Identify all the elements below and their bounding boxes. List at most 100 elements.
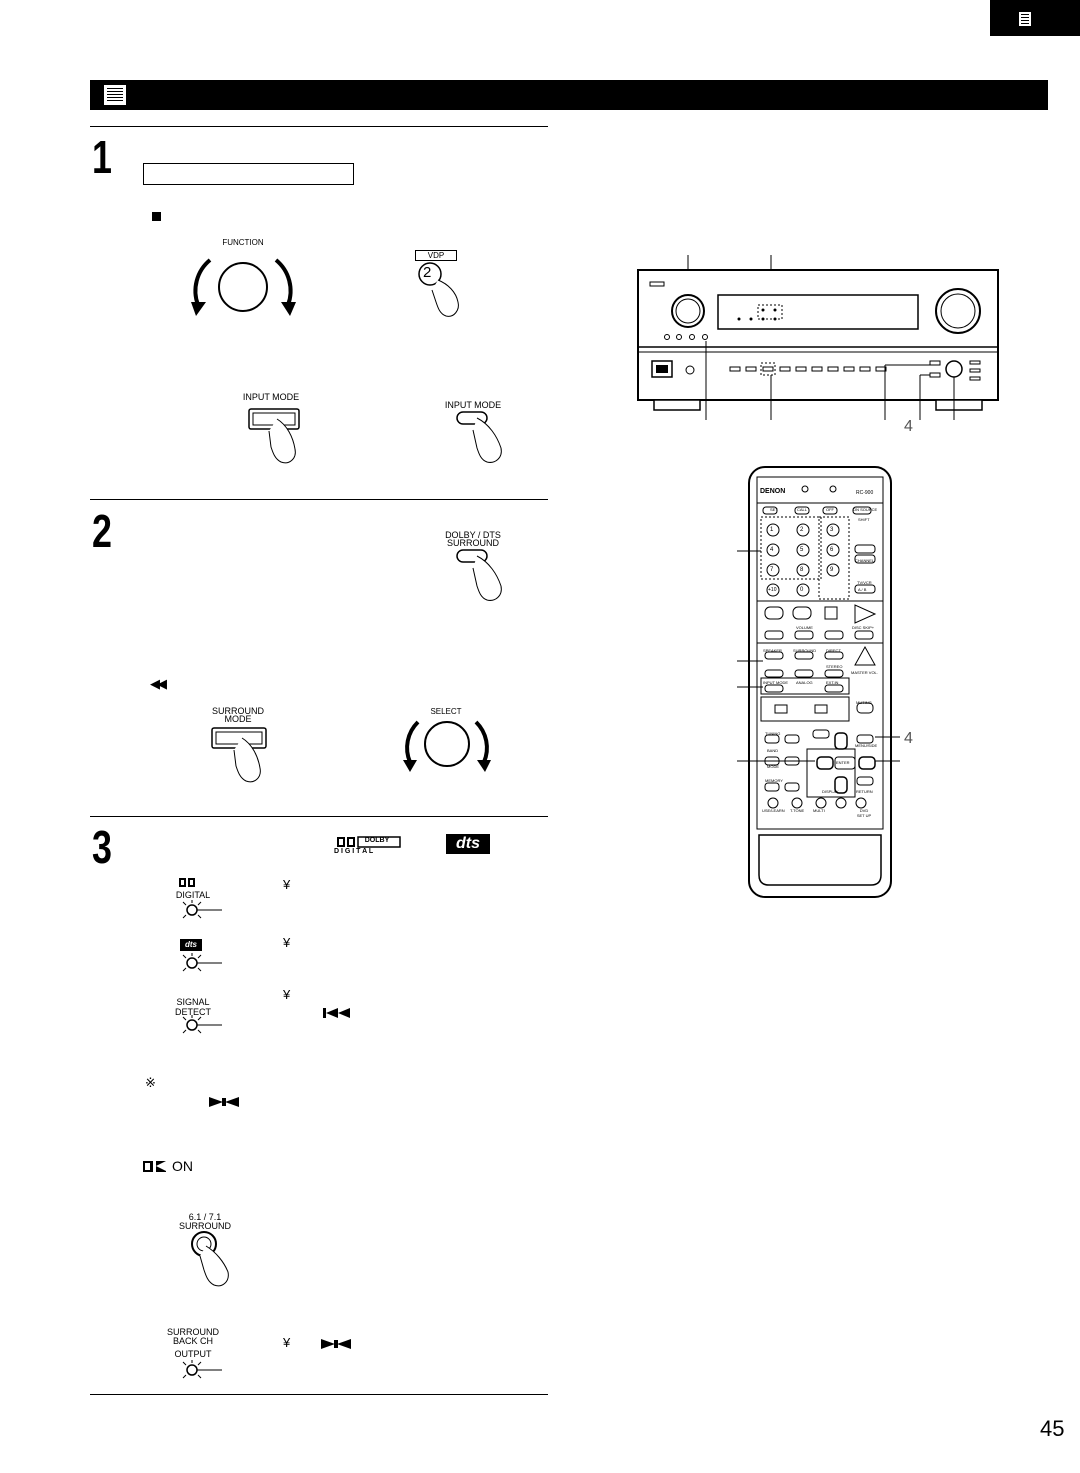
remote-key-5: 5 [800, 547, 804, 553]
remote-t-tone-label: T.TONE [790, 808, 805, 813]
remote-tuning-label: TUNING [765, 731, 781, 736]
sbch-label-2: BACK CH [172, 1336, 213, 1346]
six-one-surround-button-icon[interactable] [188, 1230, 248, 1290]
signal-label: SIGNAL [176, 997, 210, 1007]
empty-text-box [143, 163, 354, 185]
page-number: 45 [1040, 1416, 1065, 1441]
section-flag-icon [104, 85, 126, 105]
dolby-digital-logo [337, 836, 401, 848]
vdp-button-press-icon[interactable] [418, 262, 478, 322]
remote-brand: DENON [760, 488, 786, 495]
remote-band-label: BAND [767, 748, 779, 753]
dolby-dts-label: DOLBY / DTS [445, 530, 501, 540]
remote-shift-label: SHIFT [858, 517, 870, 522]
remote-set-label: SET [770, 507, 778, 512]
sbch-label-1: SURROUND [166, 1327, 219, 1337]
surround-mode-label-1: SURROUND [211, 706, 264, 716]
language-flag-icon [1019, 12, 1031, 26]
sbch-output-led-icon [182, 1360, 222, 1379]
remote-key-4: 4 [770, 547, 774, 553]
yen-mark-4: ¥ [283, 1335, 291, 1350]
remote-master-vol-label: MASTER VOL. [851, 670, 878, 675]
remote-muting-label: MUTING [856, 700, 872, 705]
step-number-1: 1 [92, 131, 112, 183]
remote-callout-4: 4 [904, 730, 913, 747]
dolby-logo-text: DOLBY [364, 837, 390, 844]
digital-indicator-led-icon [182, 900, 222, 919]
select-knob-icon[interactable] [400, 714, 500, 774]
step3-divider [90, 816, 548, 817]
remote-speaker-label: SPEAKER [763, 648, 782, 653]
dolby-dts-surround-label: SURROUND [446, 538, 499, 548]
surround-mode-button-icon[interactable] [210, 726, 300, 786]
remote-key-7: 7 [770, 567, 774, 573]
receiver-callout-4: 4 [904, 418, 913, 435]
rewind-glyph: ◀◀ [150, 676, 167, 691]
remote-key-2: 2 [800, 527, 804, 533]
remote-volume-label: VOLUME [796, 625, 813, 630]
bowtie-icon [209, 1097, 239, 1107]
denon-logo-mark [143, 1161, 166, 1172]
bottom-divider [90, 1394, 548, 1395]
remote-call-label: CALL [797, 507, 808, 512]
remote-dvd-setup-label: DVD SET UP [856, 808, 872, 818]
bullet-square-icon [152, 212, 161, 221]
remote-surround-label: SURROUND [793, 648, 817, 653]
remote-input-mode-label: INPUT MODE [763, 680, 789, 685]
input-mode-button-right-icon[interactable] [455, 410, 535, 470]
six-one-label: 6.1 / 7.1 [188, 1212, 222, 1222]
remote-memory-label: MEMORY [765, 778, 783, 783]
vdp-label: VDP [415, 250, 457, 261]
remote-return-label: RETURN [856, 789, 873, 794]
dolby-digital-text: D I G I T A L [334, 848, 374, 855]
six-one-surround-label: SURROUND [178, 1221, 231, 1231]
remote-mode-label: MODE [767, 764, 779, 769]
remote-on-source-label: ON SOURCE [853, 507, 878, 512]
surround-mode-label-2: MODE [224, 714, 252, 724]
section-header-bar [90, 80, 1048, 110]
function-knob-icon [191, 258, 296, 316]
vdp-key-number: 2 [423, 264, 432, 281]
remote-key-1: 1 [770, 527, 774, 533]
remote-key-0: 0 [800, 587, 804, 593]
yen-mark-3: ¥ [283, 987, 291, 1002]
remote-key-9: 9 [830, 567, 834, 573]
remote-direct-label: DIRECT [826, 648, 841, 653]
signal-detect-led-icon [182, 1015, 222, 1034]
receiver-front-panel-diagram [637, 255, 999, 420]
denon-logo-suffix: ON [172, 1158, 193, 1174]
remote-analog-label: ANALOG [796, 680, 813, 685]
step1-divider [90, 126, 548, 127]
remote-off-label: OFF [826, 507, 834, 512]
language-tab [990, 0, 1080, 36]
sbch-label-3: OUTPUT [174, 1349, 212, 1359]
input-mode-button-left-icon[interactable] [247, 407, 327, 467]
yen-mark-2: ¥ [283, 935, 291, 950]
dolby-dd-icon [179, 878, 195, 887]
remote-control-diagram [737, 466, 900, 898]
input-mode-label-right: INPUT MODE [444, 400, 502, 410]
remote-multi-label: MULTI [813, 808, 825, 813]
bowtie-icon-2 [321, 1339, 351, 1349]
remote-key-10: +10 [768, 587, 777, 593]
remote-key-3: 3 [830, 527, 834, 533]
dts-logo: dts [446, 834, 490, 854]
detect-label: DETECT [175, 1007, 211, 1017]
step-number-3: 3 [92, 821, 112, 873]
digital-indicator-label: DIGITAL [175, 890, 211, 900]
remote-stereo-label: STEREO [826, 664, 843, 669]
remote-menu-side-label: MENU/SIDE [855, 743, 878, 748]
remote-key-8: 8 [800, 567, 804, 573]
remote-display-label: DISPLAY [822, 789, 839, 794]
remote-tvvcr-label: TV/VCR [857, 580, 872, 585]
remote-channel-label: CHANNEL [855, 558, 875, 563]
step2-divider [90, 499, 548, 500]
note-mark: ※ [145, 1075, 156, 1090]
remote-model: RC-900 [856, 490, 874, 496]
input-mode-label-left: INPUT MODE [242, 392, 300, 402]
remote-use-learn-label: USE/LEARN [762, 808, 785, 813]
remote-key-6: 6 [830, 547, 834, 553]
remote-disc-skip-label: DISC SKIP+ [852, 625, 875, 630]
yen-mark-1: ¥ [283, 877, 291, 892]
dolby-dts-surround-button-icon[interactable] [455, 548, 535, 608]
